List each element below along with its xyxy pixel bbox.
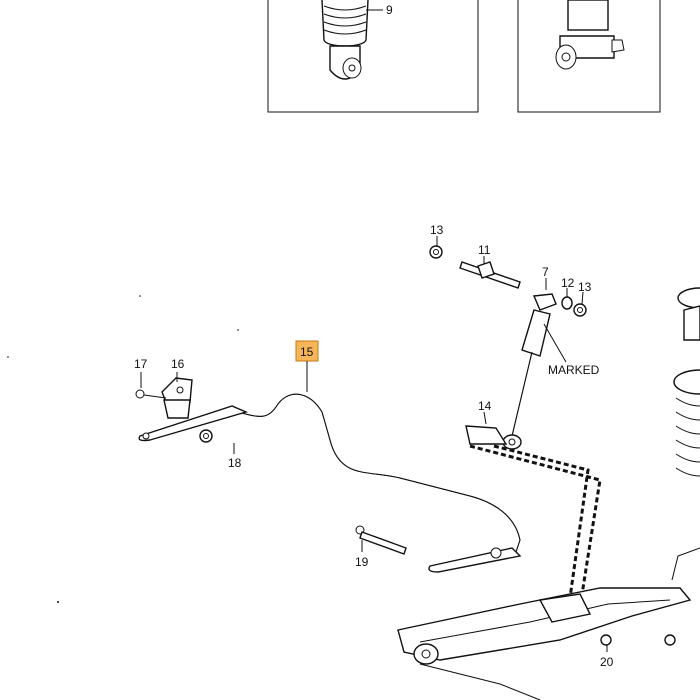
- callout-9: 9: [386, 3, 393, 17]
- marked-label: MARKED: [548, 363, 600, 377]
- nut-18: [199, 429, 213, 443]
- nut-13-top: [429, 245, 443, 259]
- callout-11: 11: [478, 243, 491, 257]
- washer-12: [561, 296, 573, 310]
- callout-16: 16: [171, 357, 185, 371]
- lower-control-arm: [397, 587, 692, 700]
- stabilizer-bar: [138, 393, 522, 573]
- link-14: [465, 425, 602, 621]
- inset-box-spring-shock: 9: [267, 0, 479, 113]
- nut-13-right: [573, 303, 587, 317]
- shock-absorber-7: [502, 293, 557, 450]
- bolt-19: [355, 525, 407, 555]
- coil-spring-right: [671, 287, 700, 581]
- inset-box-shock-absorber: [517, 0, 661, 113]
- callout-18: 18: [228, 456, 242, 470]
- callout-7: 7: [542, 265, 549, 279]
- bolt-11: [459, 261, 521, 289]
- callout-14: 14: [478, 399, 492, 413]
- callout-19: 19: [355, 555, 369, 569]
- callout-12: 12: [561, 276, 575, 290]
- callout-20: 20: [600, 655, 614, 669]
- nut-right-edge: [664, 634, 676, 646]
- coil-spring-illustration: [321, 0, 369, 80]
- bracket-16: [161, 377, 193, 419]
- callout-15: 15: [300, 345, 314, 359]
- shock-mount-illustration: [555, 0, 625, 70]
- callout-17: 17: [134, 357, 148, 371]
- bolt-17: [135, 389, 167, 399]
- callout-13-right: 13: [578, 280, 592, 294]
- callout-13-top: 13: [430, 223, 444, 237]
- nut-20: [600, 634, 612, 646]
